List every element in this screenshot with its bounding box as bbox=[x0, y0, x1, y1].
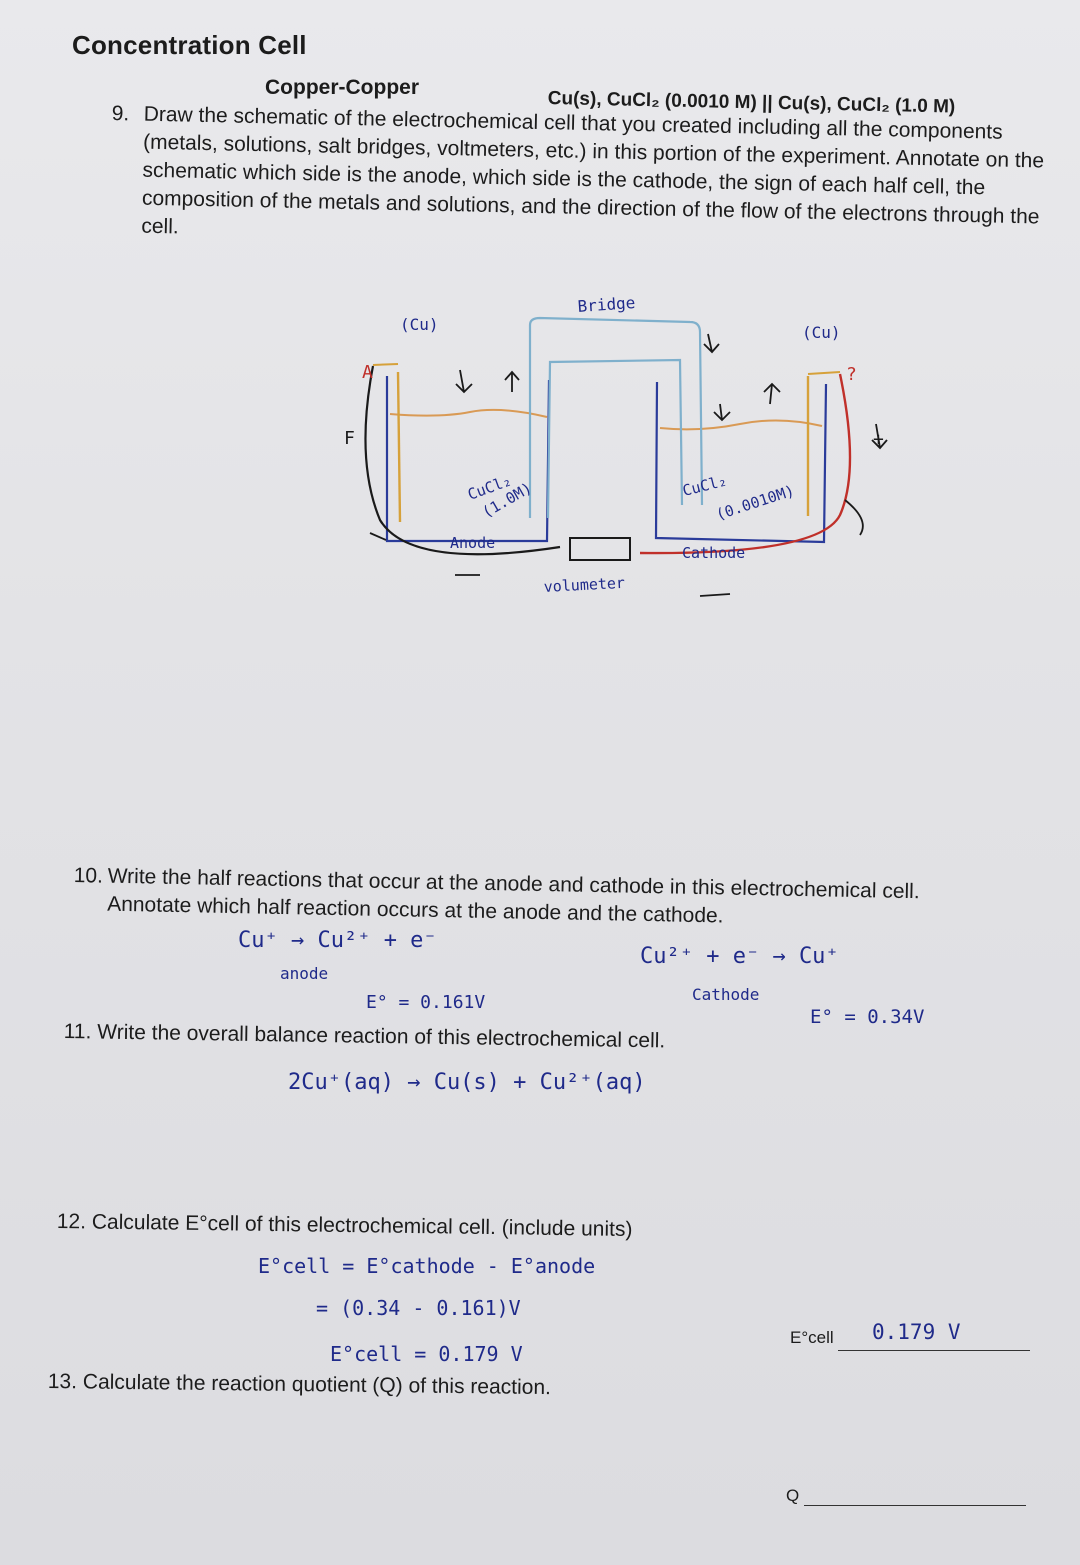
right-solution-label: CuCl₂ bbox=[681, 471, 729, 499]
ecell-result: E°cell = 0.179 V bbox=[330, 1342, 523, 1366]
sign-right-plus: + bbox=[873, 429, 884, 450]
ecell-formula: E°cell = E°cathode - E°anode bbox=[258, 1254, 596, 1278]
voltmeter-label: volumeter bbox=[543, 574, 625, 596]
wire-right bbox=[639, 373, 852, 555]
salt-bridge-outer bbox=[528, 316, 704, 518]
question-text: Calculate the reaction quotient (Q) of t… bbox=[82, 1370, 552, 1400]
cathode-label: Cathode bbox=[682, 544, 745, 562]
q-answer-label: Q bbox=[786, 1486, 800, 1505]
sign-left-mid: F bbox=[344, 428, 355, 449]
ecell-answer-value: 0.179 V bbox=[872, 1320, 961, 1344]
anode-potential: E° = 0.161V bbox=[366, 992, 486, 1013]
bridge-label: Bridge bbox=[577, 293, 636, 316]
arrow-down-right bbox=[713, 403, 731, 422]
sign-left-top: A bbox=[362, 362, 373, 383]
ecell-answer-field[interactable] bbox=[838, 1350, 1030, 1351]
wire-left bbox=[364, 365, 561, 556]
anode-label: Anode bbox=[450, 534, 495, 552]
ecell-substitution: = (0.34 - 0.161)V bbox=[316, 1296, 521, 1320]
question-number: 11. bbox=[63, 1019, 92, 1044]
q-answer-field[interactable] bbox=[804, 1505, 1026, 1506]
left-metal-label: (Cu) bbox=[400, 315, 439, 334]
electron-flow-arrow bbox=[844, 499, 864, 536]
arrow-bottom-right bbox=[699, 593, 731, 597]
question-text: Calculate E°cell of this electrochemical… bbox=[91, 1210, 633, 1242]
question-number: 12. bbox=[56, 1209, 87, 1234]
question-number: 13. bbox=[47, 1369, 78, 1394]
arrow-down-bridge bbox=[703, 333, 720, 354]
cathode-tag: Cathode bbox=[692, 985, 760, 1004]
arrow-down-left bbox=[455, 369, 473, 394]
right-solution-level bbox=[659, 419, 823, 431]
cathode-potential: E° = 0.34V bbox=[810, 1006, 925, 1028]
left-solution-level bbox=[389, 408, 548, 418]
overall-reaction: 2Cu⁺(aq) → Cu(s) + Cu²⁺(aq) bbox=[288, 1070, 646, 1095]
left-electrode bbox=[396, 371, 402, 523]
page-title: Concentration Cell bbox=[72, 30, 307, 60]
salt-bridge-inner bbox=[546, 358, 684, 519]
question-number: 10. bbox=[73, 863, 104, 888]
section-subtitle: Copper-Copper bbox=[265, 76, 419, 99]
ecell-answer-label: E°cell bbox=[790, 1328, 834, 1347]
arrow-down-far-right bbox=[871, 423, 888, 450]
cathode-half-reaction: Cu²⁺ + e⁻ → Cu⁺ bbox=[640, 944, 839, 969]
arrow-up-left bbox=[504, 370, 520, 392]
voltmeter-box bbox=[569, 537, 631, 561]
anode-half-reaction: Cu⁺ → Cu²⁺ + e⁻ bbox=[238, 928, 437, 953]
question-text: Write the overall balance reaction of th… bbox=[97, 1020, 666, 1053]
right-metal-label: (Cu) bbox=[802, 323, 841, 342]
left-beaker bbox=[385, 376, 551, 543]
right-beaker bbox=[654, 381, 828, 544]
anode-tag: anode bbox=[280, 964, 329, 983]
sign-right-top: ? bbox=[846, 364, 857, 385]
arrow-up-right bbox=[763, 382, 781, 405]
